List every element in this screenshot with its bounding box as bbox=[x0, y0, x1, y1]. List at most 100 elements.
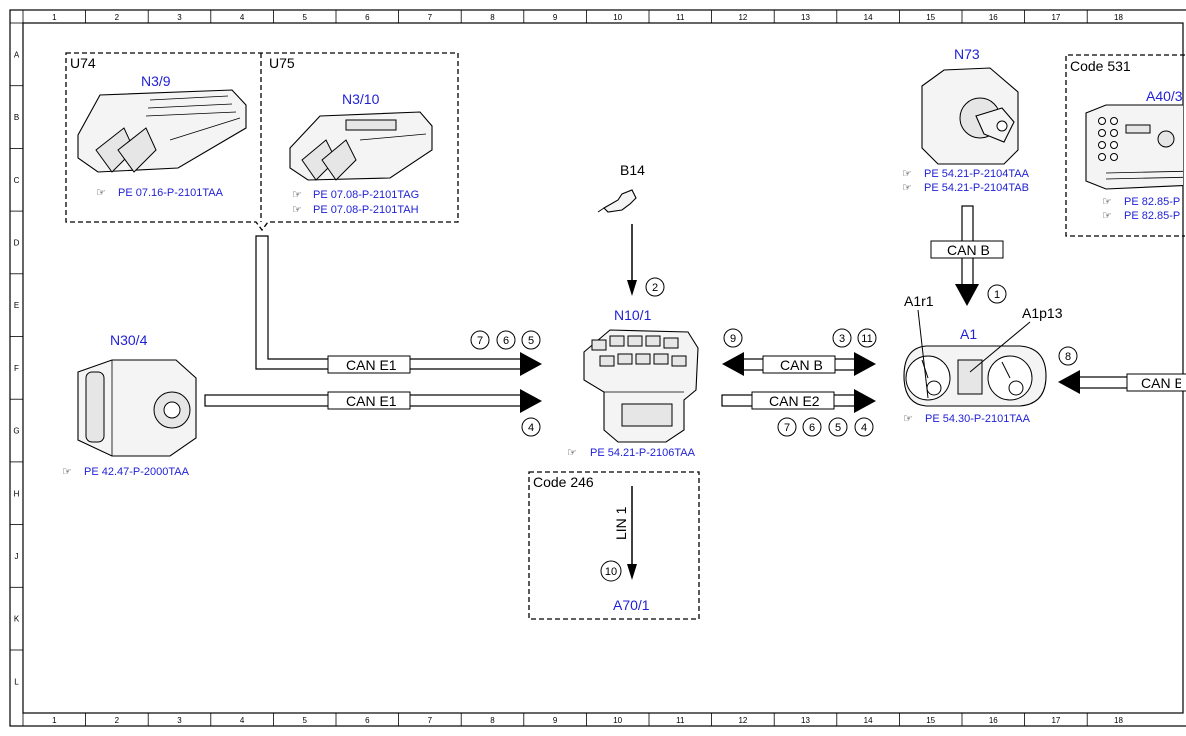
a40-3-reference-icon-a: ☞ bbox=[1102, 196, 1112, 208]
svg-text:3: 3 bbox=[839, 333, 845, 345]
grid-row-label: B bbox=[14, 113, 19, 122]
u74-u75-group-outline bbox=[65, 52, 459, 232]
a1-reference-icon: ☞ bbox=[903, 413, 913, 425]
can-e1-lower-label: CAN E1 bbox=[346, 393, 397, 409]
a40-3-unit-drawing bbox=[1085, 104, 1183, 190]
grid-row-label: K bbox=[14, 615, 20, 624]
grid-column-label: 16 bbox=[989, 13, 998, 22]
svg-text:8: 8 bbox=[1065, 351, 1071, 363]
callout-8: 8 bbox=[1058, 346, 1078, 366]
svg-text:6: 6 bbox=[503, 335, 509, 347]
grid-column-label: 7 bbox=[428, 716, 433, 725]
grid-row-label: H bbox=[14, 489, 20, 498]
a1r1-leader bbox=[917, 309, 929, 399]
callout-9: 9 bbox=[723, 328, 743, 348]
svg-text:11: 11 bbox=[861, 333, 872, 345]
n3-9-reference: PE 07.16-P-2101TAA bbox=[118, 187, 224, 199]
n30-4-label: N30/4 bbox=[110, 332, 148, 348]
n3-9-ecu-drawing bbox=[77, 89, 247, 173]
svg-text:7: 7 bbox=[784, 422, 790, 434]
grid-column-label: 15 bbox=[926, 13, 935, 22]
callout-1: 1 bbox=[987, 284, 1007, 304]
n10-1-module-drawing bbox=[583, 329, 699, 443]
grid-column-label: 5 bbox=[302, 13, 307, 22]
svg-text:4: 4 bbox=[861, 422, 867, 434]
grid-column-label: 11 bbox=[676, 716, 685, 725]
can-e1-upper-label: CAN E1 bbox=[346, 357, 397, 373]
grid-row-label: J bbox=[15, 552, 19, 561]
grid-column-label: 3 bbox=[177, 13, 182, 22]
n30-4-reference: PE 42.47-P-2000TAA bbox=[84, 466, 190, 478]
grid-column-label: 17 bbox=[1051, 716, 1060, 725]
grid-row-label: F bbox=[14, 364, 19, 373]
grid-column-label: 18 bbox=[1114, 716, 1123, 725]
grid-column-label: 16 bbox=[989, 716, 998, 725]
can-b-n73-bus: CAN B bbox=[930, 205, 1004, 306]
callout-3: 3 bbox=[832, 328, 852, 348]
a40-3-reference-a: PE 82.85-P bbox=[1124, 196, 1180, 208]
n3-10-reference-a: PE 07.08-P-2101TAG bbox=[313, 189, 419, 201]
code-531-group: Code 531 A40/3 ☞ PE 82.85-P ☞ PE 8 bbox=[1065, 54, 1185, 237]
can-b-n10-a1-bus: CAN B bbox=[722, 352, 876, 376]
callout-2: 2 bbox=[645, 277, 665, 297]
n10-1-reference: PE 54.21-P-2106TAA bbox=[590, 447, 696, 459]
can-right-label: CAN B bbox=[1141, 375, 1184, 391]
can-e2-bus: CAN E2 bbox=[721, 389, 876, 413]
n3-10-reference-icon-b: ☞ bbox=[292, 204, 302, 216]
grid-column-label: 2 bbox=[115, 13, 120, 22]
lin1-label: LIN 1 bbox=[613, 506, 629, 540]
n73-reference-b: PE 54.21-P-2104TAB bbox=[924, 182, 1029, 194]
can-e1-upper-bus: CAN E1 bbox=[255, 235, 542, 376]
b14-label: B14 bbox=[620, 162, 645, 178]
svg-text:7: 7 bbox=[477, 335, 483, 347]
grid-column-label: 1 bbox=[52, 716, 57, 725]
code-531-label: Code 531 bbox=[1070, 58, 1131, 74]
n3-10-reference-icon-a: ☞ bbox=[292, 189, 302, 201]
n10-1-label: N10/1 bbox=[614, 307, 652, 323]
can-b-n73-label: CAN B bbox=[947, 242, 990, 258]
grid-row-label: L bbox=[14, 677, 19, 686]
grid-column-label: 17 bbox=[1051, 13, 1060, 22]
a1-label: A1 bbox=[960, 326, 977, 342]
n73-switch-drawing bbox=[921, 67, 1019, 165]
n73-reference-a: PE 54.21-P-2104TAA bbox=[924, 168, 1030, 180]
lin1-arrow bbox=[627, 564, 637, 580]
grid-column-label: 4 bbox=[240, 716, 245, 725]
grid-column-label: 14 bbox=[864, 716, 873, 725]
a1p13-leader bbox=[969, 321, 1031, 373]
grid-column-label: 13 bbox=[801, 716, 810, 725]
grid-column-label: 8 bbox=[490, 13, 495, 22]
a1-cluster-drawing bbox=[903, 345, 1047, 407]
grid-column-label: 9 bbox=[553, 716, 558, 725]
svg-text:10: 10 bbox=[605, 566, 617, 578]
callout-11: 11 bbox=[857, 328, 877, 348]
svg-text:2: 2 bbox=[652, 282, 658, 294]
grid-column-label: 1 bbox=[52, 13, 57, 22]
engine-control-group: U74 U75 N3/9 ☞ PE 07.16-P-2101TAA N3/10 … bbox=[65, 52, 459, 232]
callout-6a: 6 bbox=[496, 330, 516, 350]
grid-column-label: 13 bbox=[801, 13, 810, 22]
can-e1-lower-bus: CAN E1 bbox=[204, 389, 542, 413]
grid-column-label: 10 bbox=[613, 13, 622, 22]
callout-4a: 4 bbox=[521, 417, 541, 437]
callout-7b: 7 bbox=[777, 417, 797, 437]
grid-column-label: 4 bbox=[240, 13, 245, 22]
svg-text:9: 9 bbox=[730, 333, 736, 345]
a40-3-reference-icon-b: ☞ bbox=[1102, 210, 1112, 222]
grid-column-label: 18 bbox=[1114, 13, 1123, 22]
callout-5b: 5 bbox=[828, 417, 848, 437]
grid-column-label: 14 bbox=[864, 13, 873, 22]
grid-column-label: 6 bbox=[365, 13, 370, 22]
grid-column-label: 5 bbox=[302, 716, 307, 725]
grid-column-label: 7 bbox=[428, 13, 433, 22]
code-246-group: Code 246 LIN 1 10 A70/1 bbox=[528, 471, 700, 620]
n3-10-reference-b: PE 07.08-P-2101TAH bbox=[313, 204, 419, 216]
grid-column-label: 9 bbox=[553, 13, 558, 22]
grid-row-label: G bbox=[13, 427, 19, 436]
grid-column-label: 6 bbox=[365, 716, 370, 725]
n3-9-label: N3/9 bbox=[141, 73, 171, 89]
n10-1-reference-icon: ☞ bbox=[567, 447, 577, 459]
callout-5a: 5 bbox=[521, 330, 541, 350]
n73-label: N73 bbox=[954, 46, 980, 62]
